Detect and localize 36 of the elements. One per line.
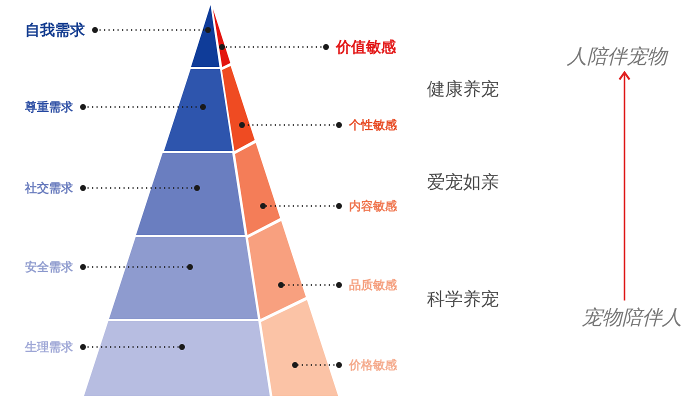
leader-line [80,185,200,191]
leader-line [292,362,342,368]
pyramid-tier [164,69,232,151]
pyramid-tier [136,153,246,235]
pyramid-side-segment [235,143,280,235]
level-label: 生理需求 [25,340,73,354]
leader-line [80,104,206,110]
leader-line [80,344,185,350]
sensitivity-label: 价值敏感 [336,38,396,56]
sensitivity-label: 价格敏感 [349,358,397,372]
leader-line [260,203,342,209]
tagline-text: 科学养宠 [427,288,499,312]
pyramid-side-segment [248,221,306,319]
tagline-text: 爱宠如亲 [427,172,499,194]
trend-label: 宠物陪伴人 [582,304,682,330]
tagline-text: 健康养宠 [427,78,499,102]
level-label: 尊重需求 [25,100,73,114]
pyramid-tier [84,321,270,396]
trend-label: 人陪伴宠物 [567,44,667,68]
leader-line [239,122,342,128]
level-label: 自我需求 [25,20,85,40]
level-label: 安全需求 [25,260,73,274]
pyramid-side-segment [212,9,230,67]
pyramid-side-segment [260,300,338,396]
leader-line [80,264,193,270]
sensitivity-label: 内容敏感 [349,198,397,214]
leader-line [219,44,329,50]
arrow [618,72,630,300]
pyramid-tier [109,237,258,319]
sensitivity-label: 个性敏感 [349,118,397,132]
sensitivity-label: 品质敏感 [349,278,397,292]
leader-line [278,282,342,288]
pyramid-tier [190,5,220,67]
level-label: 社交需求 [25,180,73,196]
pyramid-side-segment [222,66,255,151]
leader-line [92,27,211,33]
